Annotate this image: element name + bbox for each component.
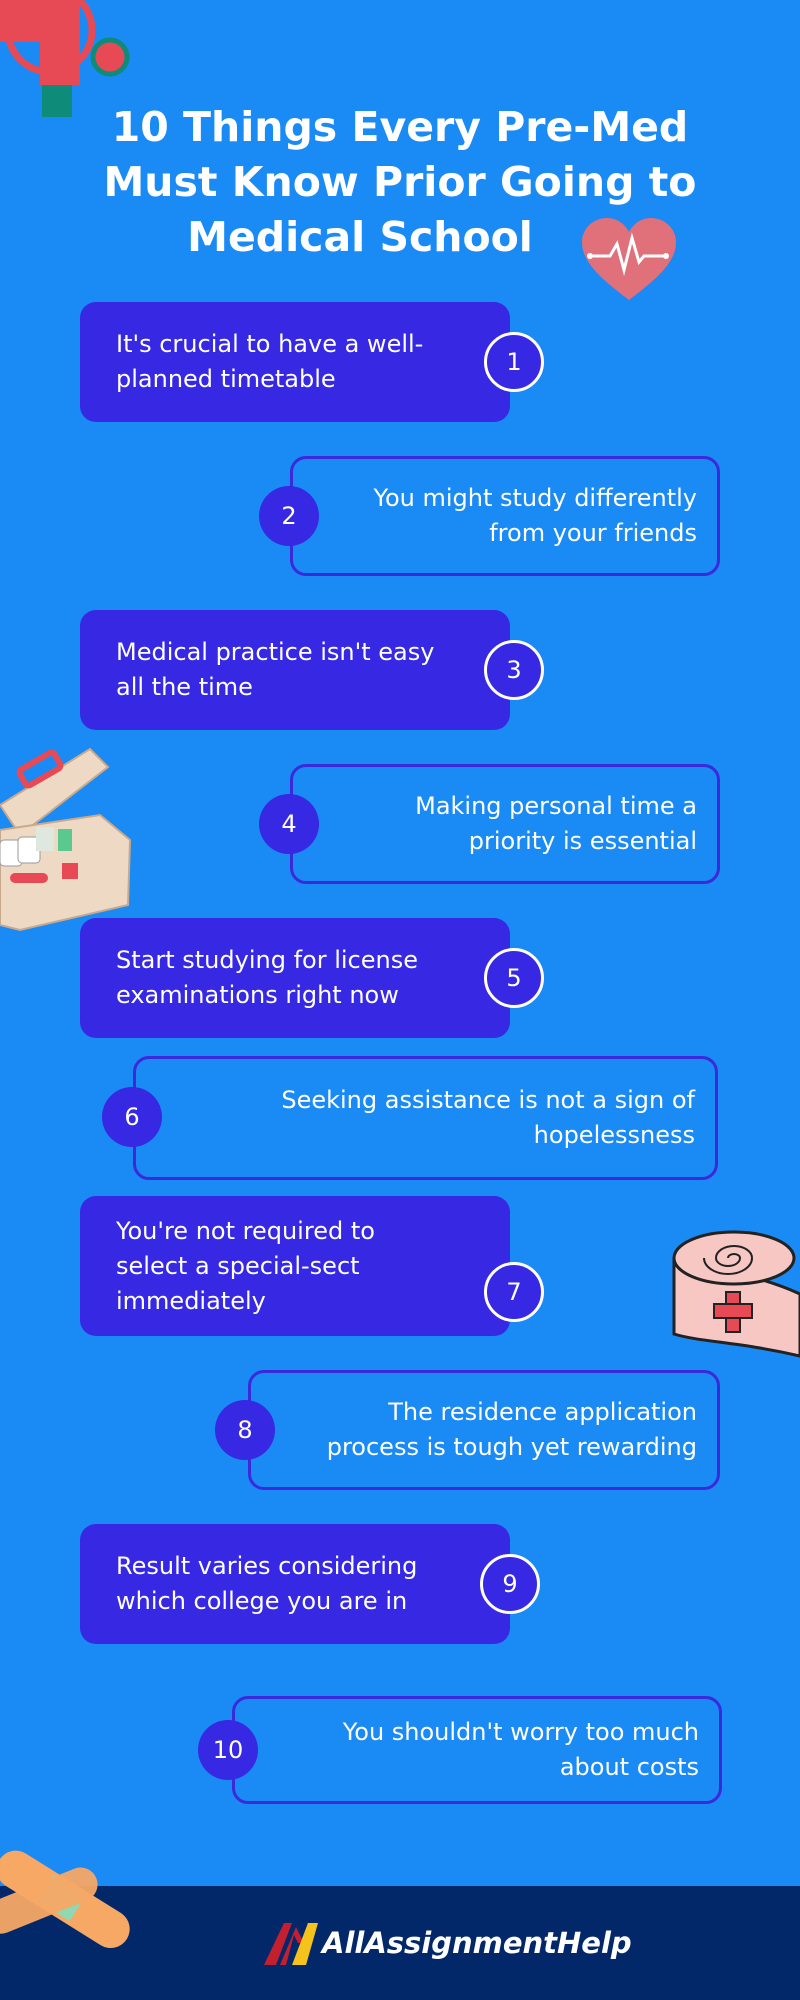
list-item: Seeking assistance is not a sign of hope… xyxy=(133,1056,718,1180)
title-line-3: Medical School xyxy=(187,213,533,261)
list-item: Making personal time a priority is essen… xyxy=(290,764,720,884)
item-text: You might study differently from your fr… xyxy=(373,484,697,547)
list-item: Medical practice isn't easy all the time xyxy=(80,610,510,730)
item-text: You shouldn't worry too much about costs xyxy=(342,1718,699,1781)
item-text: Making personal time a priority is essen… xyxy=(415,792,697,855)
title-line-2: Must Know Prior Going to xyxy=(103,158,697,206)
item-number-badge: 4 xyxy=(259,794,319,854)
item-text: Seeking assistance is not a sign of hope… xyxy=(281,1086,695,1149)
item-text: The residence application process is tou… xyxy=(326,1398,697,1461)
item-number-badge: 10 xyxy=(198,1720,258,1780)
brand-logo-icon xyxy=(264,1923,318,1965)
brand: AllAssignmentHelp xyxy=(262,1918,632,1968)
list-item: Start studying for license examinations … xyxy=(80,918,510,1038)
footer-bar xyxy=(0,1886,800,2000)
list-item: The residence application process is tou… xyxy=(248,1370,720,1490)
page-title: 10 Things Every Pre-Med Must Know Prior … xyxy=(90,100,710,265)
item-number-badge: 5 xyxy=(484,948,544,1008)
item-text: It's crucial to have a well-planned time… xyxy=(116,330,424,393)
medical-cross-icon xyxy=(0,0,130,117)
list-item: You might study differently from your fr… xyxy=(290,456,720,576)
brand-name: AllAssignmentHelp xyxy=(322,1926,632,1960)
list-item: Result varies considering which college … xyxy=(80,1524,510,1644)
item-number-badge: 8 xyxy=(215,1400,275,1460)
item-number-badge: 3 xyxy=(484,640,544,700)
item-number-badge: 2 xyxy=(259,486,319,546)
item-text: You're not required to select a special-… xyxy=(116,1216,375,1315)
list-item: You're not required to select a special-… xyxy=(80,1196,510,1336)
bandage-roll-icon xyxy=(672,1230,800,1358)
adhesive-bandage-icon xyxy=(0,1850,130,1949)
item-number-badge: 9 xyxy=(480,1554,540,1614)
item-number-badge: 1 xyxy=(484,332,544,392)
item-text: Medical practice isn't easy all the time xyxy=(116,638,435,701)
title-line-1: 10 Things Every Pre-Med xyxy=(111,103,689,151)
item-text: Result varies considering which college … xyxy=(116,1552,418,1615)
item-number-badge: 6 xyxy=(102,1087,162,1147)
list-item: It's crucial to have a well-planned time… xyxy=(80,302,510,422)
item-number-badge: 7 xyxy=(484,1262,544,1322)
list-item: You shouldn't worry too much about costs xyxy=(232,1696,722,1804)
item-text: Start studying for license examinations … xyxy=(116,946,418,1009)
first-aid-kit-icon xyxy=(0,747,132,932)
heart-pulse-icon xyxy=(582,218,676,300)
